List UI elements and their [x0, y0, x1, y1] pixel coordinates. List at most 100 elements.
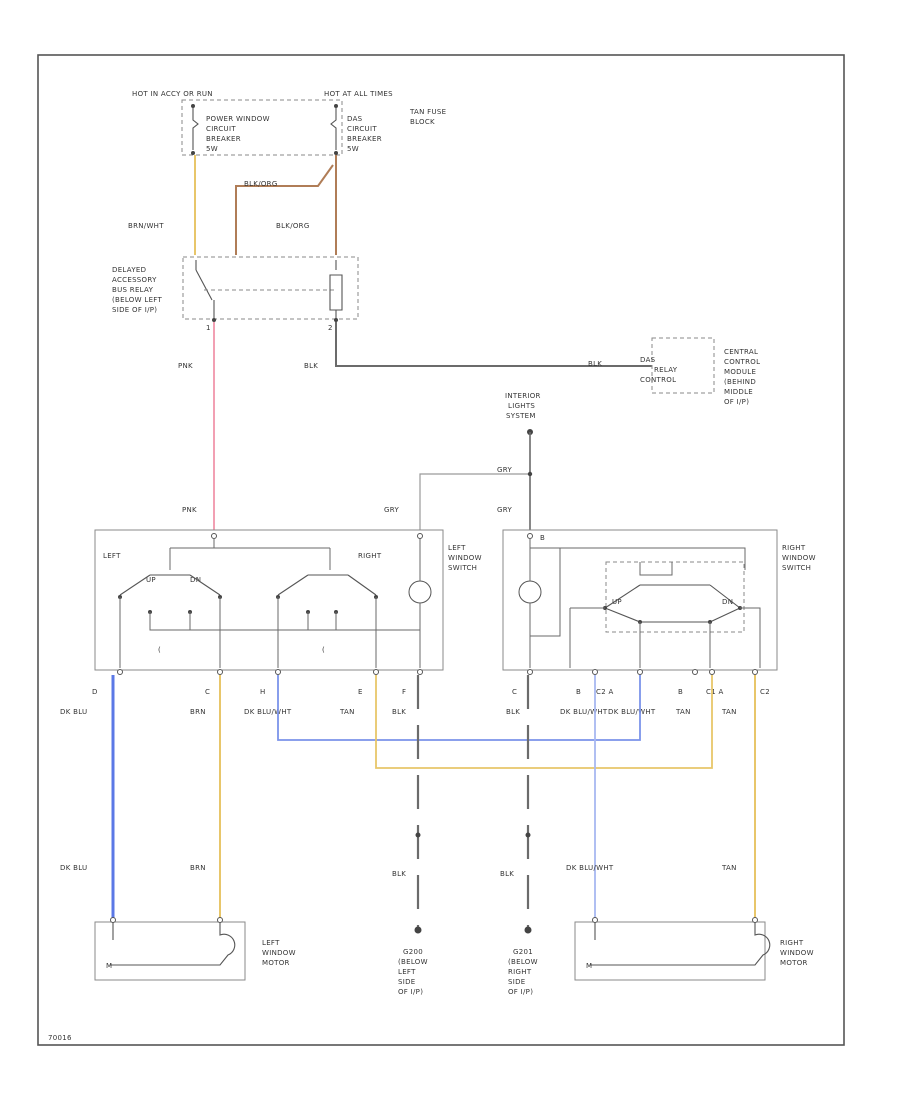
- right-switch-pin-c: C: [512, 688, 517, 696]
- interior-lights-label: INTERIOR LIGHTS SYSTEM: [505, 392, 543, 420]
- hot-right-label: HOT AT ALL TIMES: [324, 90, 393, 98]
- left-switch-contacts-left: [119, 574, 221, 596]
- right-motor-label: RIGHT WINDOW MOTOR: [780, 939, 816, 967]
- left-switch-bus: [169, 538, 331, 570]
- right-switch-wire-blk: BLK: [506, 708, 520, 716]
- relay-pin-right: 2: [328, 324, 333, 332]
- left-switch-pnk-label: PNK: [182, 506, 197, 514]
- left-motor-symbol: M: [106, 962, 112, 970]
- right-switch-pin: [709, 669, 715, 675]
- right-switch-pin-top: B: [540, 534, 545, 542]
- right-window-switch: GRY B RIGHT WINDOW SWITCH UP DN C B C2 A…: [497, 506, 818, 716]
- right-motor-outline: [574, 921, 766, 981]
- hot-left-label: HOT IN ACCY OR RUN: [132, 90, 213, 98]
- ground-right-dot: [525, 832, 531, 838]
- right-switch-pin-c2a: C2 A: [596, 688, 614, 696]
- pw-breaker-top-dot: [191, 104, 195, 108]
- delayed-accessory-relay: DELAYED ACCESSORY BUS RELAY (BELOW LEFT …: [112, 256, 359, 332]
- right-switch-pin: [752, 669, 758, 675]
- wire-tan-cross: [375, 675, 713, 769]
- left-switch-pin-d: D: [92, 688, 98, 696]
- lower-left-brn-label: BRN: [190, 864, 206, 872]
- left-switch-pin: [417, 669, 423, 675]
- diagram-frame: [37, 54, 845, 1046]
- lower-blk-right-label: BLK: [500, 870, 514, 878]
- wire-brn-wht-label: BRN/WHT: [128, 222, 164, 230]
- right-motor-winding: [590, 922, 771, 966]
- right-switch-bus: [530, 547, 746, 637]
- right-switch-gry-label: GRY: [497, 506, 512, 514]
- wire-gry-branch: [419, 473, 530, 530]
- lower-blk-left-label: BLK: [392, 870, 406, 878]
- ground-left-label: G200 (BELOW LEFT SIDE OF I/P): [398, 948, 430, 996]
- right-switch-pin: [592, 669, 598, 675]
- ccm-label: CENTRAL CONTROL MODULE (BEHIND MIDDLE OF…: [724, 348, 763, 406]
- left-switch-wire-dkblu: DK BLU: [60, 708, 87, 716]
- left-switch-pin: [217, 669, 223, 675]
- left-switch-wire-tan: TAN: [339, 708, 355, 716]
- right-switch-pin: [527, 669, 533, 675]
- pw-breaker-bottom-dot: [191, 151, 195, 155]
- left-switch-right-label: RIGHT: [358, 552, 382, 560]
- left-window-motor: M LEFT WINDOW MOTOR: [94, 917, 298, 981]
- right-switch-pin-c1a: C1 A: [706, 688, 724, 696]
- left-motor-terminal: [217, 917, 223, 923]
- left-switch-pin: [373, 669, 379, 675]
- right-switch-top-terminal: [527, 533, 533, 539]
- pw-breaker-symbol: [192, 108, 199, 150]
- relay-dot-left: [212, 318, 216, 322]
- interior-lights-system: INTERIOR LIGHTS SYSTEM: [505, 392, 543, 435]
- wire-pnk-relay-label: PNK: [178, 362, 193, 370]
- left-switch-wire-dkbluwht: DK BLU/WHT: [244, 708, 292, 716]
- right-switch-label: RIGHT WINDOW SWITCH: [782, 544, 818, 572]
- ground-right-terminal: [524, 926, 532, 934]
- lower-right-dkblu-label: DK BLU/WHT: [566, 864, 614, 872]
- relay-contact: [195, 260, 215, 318]
- right-switch-pin-b: B: [576, 688, 581, 696]
- right-switch-pin: [692, 669, 698, 675]
- left-switch-outputs: [119, 597, 377, 668]
- das-breaker-bottom-dot: [334, 151, 338, 155]
- relay-coil: [329, 260, 343, 322]
- left-switch-pin-c: C: [205, 688, 210, 696]
- right-switch-wire-dkbluwht-2: DK BLU/WHT: [608, 708, 656, 716]
- left-switch-pin: [275, 669, 281, 675]
- right-switch-up-label: UP: [612, 598, 622, 606]
- lower-right-tan-label: TAN: [721, 864, 737, 872]
- left-switch-pin-e: E: [358, 688, 363, 696]
- left-switch-pin: [117, 669, 123, 675]
- left-switch-wire-blk: BLK: [392, 708, 406, 716]
- right-motor-terminal: [752, 917, 758, 923]
- right-motor-symbol: M: [586, 962, 592, 970]
- relay-label: DELAYED ACCESSORY BUS RELAY (BELOW LEFT …: [112, 266, 165, 314]
- wire-blk-org-cross: [235, 164, 334, 255]
- das-breaker-label: DAS CIRCUIT BREAKER 5W: [347, 115, 384, 153]
- left-switch-up-label: UP: [146, 576, 156, 584]
- wire-blk-relay-label: BLK: [304, 362, 318, 370]
- right-switch-wire-dkbluwht-1: DK BLU/WHT: [560, 708, 608, 716]
- right-switch-lamp: [518, 580, 542, 604]
- left-window-switch: PNK GRY LEFT WINDOW SWITCH LEFT RIGHT UP…: [60, 506, 482, 716]
- ccm-inner-label: DAS RELAY CONTROL: [640, 356, 680, 384]
- ground-right-label: G201 (BELOW RIGHT SIDE OF I/P): [508, 948, 540, 996]
- left-motor-label: LEFT WINDOW MOTOR: [262, 939, 298, 967]
- left-switch-gry-terminal: [417, 533, 423, 539]
- fuse-block-outline: [181, 99, 343, 156]
- right-switch-wire-tan-2: TAN: [721, 708, 737, 716]
- left-switch-lamp: [408, 580, 432, 604]
- left-switch-left-label: LEFT: [103, 552, 121, 560]
- wire-dkbluwht-cross: [277, 675, 641, 741]
- wire-blk-org-label: BLK/ORG: [276, 222, 310, 230]
- left-switch-pin-h: H: [260, 688, 266, 696]
- left-switch-contacts-right: [277, 574, 377, 596]
- wire-gry-upper-label: GRY: [497, 466, 512, 474]
- left-switch-bracket: (: [322, 646, 325, 654]
- das-breaker-top-dot: [334, 104, 338, 108]
- left-switch-wire-brn: BRN: [190, 708, 206, 716]
- left-switch-top-terminal: [211, 533, 217, 539]
- right-switch-link: [639, 562, 673, 576]
- wire-blk-ccm-label: BLK: [588, 360, 602, 368]
- left-motor-terminal: [110, 917, 116, 923]
- das-breaker-symbol: [330, 108, 337, 150]
